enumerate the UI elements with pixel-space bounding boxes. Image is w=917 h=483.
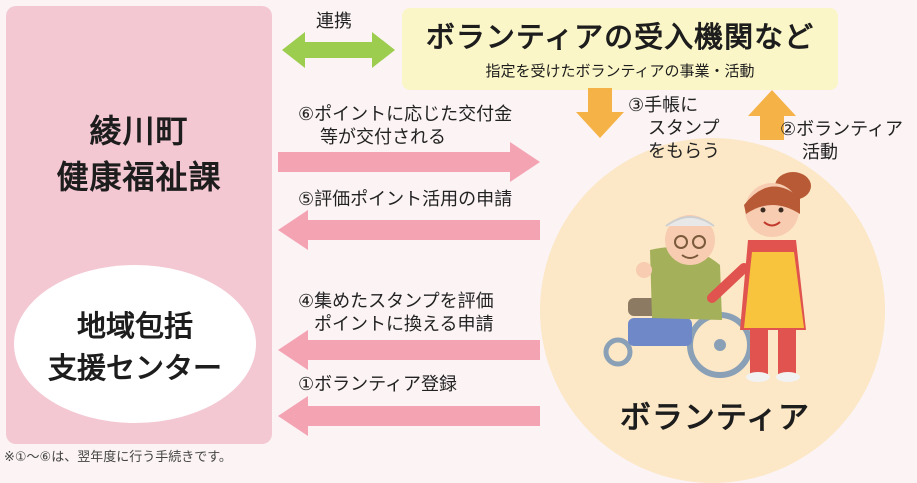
exchange-stamps-arrow (278, 330, 540, 370)
apply-points-arrow (278, 210, 540, 250)
step2-line-1: ②ボランティア (780, 119, 904, 140)
step1-label: ①ボランティア登録 (298, 374, 458, 395)
activity-arrow (748, 90, 796, 140)
support-center-name: 地域包括 支援センター (14, 305, 256, 389)
elderly-person-icon (603, 215, 753, 378)
grant-arrow (278, 142, 540, 182)
cooperation-arrow (282, 32, 395, 68)
cooperation-label: 連携 (316, 11, 352, 32)
agency-box (402, 8, 838, 90)
diagram-graphics (278, 32, 811, 436)
agency-title: ボランティアの受入機関など (425, 20, 815, 54)
step3-line-1: ③手帳に (628, 95, 699, 116)
department-line-2: 健康福祉課 (56, 158, 222, 196)
step3-label: ③手帳に スタンプ をもらう (628, 94, 720, 163)
agency-subtitle: 指定を受けたボランティアの事業・活動 (485, 62, 755, 80)
volunteer-label: ボランティア (619, 400, 811, 436)
step2-label: ②ボランティア 活動 (780, 118, 903, 164)
department-line-1: 綾川町 (89, 112, 189, 150)
step4-line-2: ポイントに換える申請 (314, 314, 494, 335)
footnote: ※①～⑥は、翌年度に行う手続きです。 (4, 450, 232, 465)
caregiver-icon (707, 172, 811, 382)
step3-line-3: をもらう (648, 141, 720, 162)
step6-label: ⑥ポイントに応じた交付金 等が交付される (298, 103, 512, 149)
support-center-line-1: 地域包括 (76, 309, 193, 343)
step6-line-2: 等が交付される (320, 127, 446, 148)
step6-line-1: ⑥ポイントに応じた交付金 (298, 104, 513, 125)
step2-line-2: 活動 (802, 142, 838, 163)
registration-arrow (278, 396, 540, 436)
support-center-line-2: 支援センター (47, 351, 222, 385)
support-center-oval (14, 265, 256, 423)
step3-line-2: スタンプ (648, 118, 720, 139)
step4-line-1: ④集めたスタンプを評価 (298, 291, 494, 312)
stamp-arrow (576, 88, 624, 138)
step4-label: ④集めたスタンプを評価 ポイントに換える申請 (298, 290, 494, 336)
step5-label: ⑤評価ポイント活用の申請 (298, 189, 513, 210)
department-name: 綾川町 健康福祉課 (6, 108, 272, 200)
